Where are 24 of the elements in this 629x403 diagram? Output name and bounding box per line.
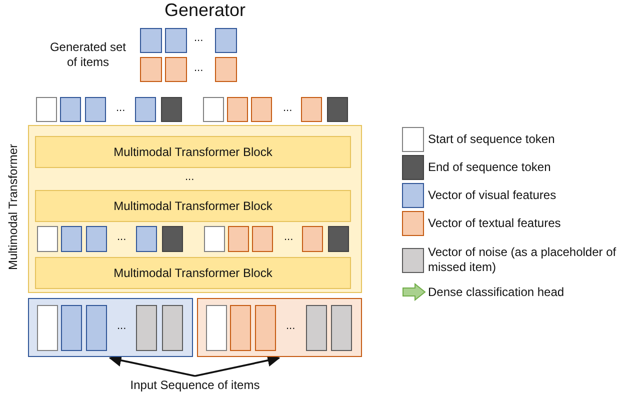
ellipsis: ... bbox=[117, 231, 126, 243]
legend-text: Vector of textual features bbox=[428, 216, 561, 230]
text-label: Generated set of items bbox=[48, 40, 128, 70]
ellipsis: ... bbox=[283, 102, 292, 114]
title: Generator bbox=[163, 0, 247, 20]
legend-text: Vector of noise (as a placeholder of missed item) bbox=[428, 245, 618, 275]
ellipsis: ... bbox=[194, 32, 204, 44]
ellipsis: ... bbox=[286, 320, 296, 332]
ellipsis: ... bbox=[117, 320, 126, 332]
transformer-block: Multimodal Transformer Block bbox=[35, 257, 351, 289]
legend-text: Dense classification head bbox=[428, 285, 564, 299]
ellipsis: ... bbox=[116, 102, 126, 114]
input-sequence-box bbox=[197, 298, 362, 357]
legend-text: Vector of visual features bbox=[428, 188, 556, 202]
transformer-block: Multimodal Transformer Block bbox=[35, 190, 351, 222]
legend-text: Start of sequence token bbox=[428, 132, 555, 146]
transformer-block: Multimodal Transformer Block bbox=[35, 136, 351, 168]
rotated-label: Multimodal Transformer bbox=[6, 142, 20, 272]
legend-text: End of sequence token bbox=[428, 160, 551, 174]
input-sequence-box bbox=[28, 298, 193, 357]
ellipsis: ... bbox=[284, 231, 294, 243]
ellipsis: ... bbox=[185, 171, 194, 183]
ellipsis: ... bbox=[194, 62, 204, 74]
text-label: Input Sequence of items bbox=[130, 378, 260, 392]
